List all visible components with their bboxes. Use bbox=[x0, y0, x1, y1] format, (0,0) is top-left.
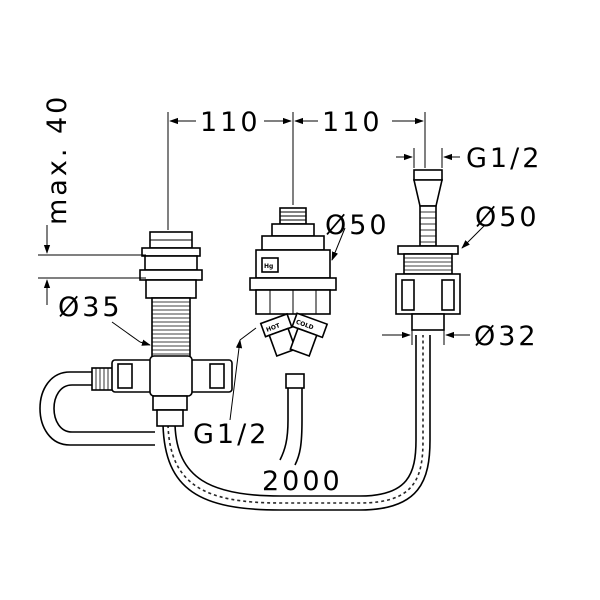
dim-diameter-right-top: Ø50 bbox=[475, 202, 540, 233]
hand-shower-holder bbox=[395, 169, 461, 331]
dim-thread-bottom: G1/2 bbox=[193, 419, 269, 450]
dim-hose-length: 2000 bbox=[262, 466, 343, 497]
dim-thread-top: G1/2 bbox=[466, 143, 542, 174]
braided-hose bbox=[162, 335, 431, 511]
dimension-lines bbox=[38, 112, 486, 421]
dim-diameter-left: Ø35 bbox=[58, 292, 123, 323]
hg-label: Hg bbox=[264, 263, 273, 270]
hose-loop bbox=[39, 367, 155, 446]
dim-diameter-right-bottom: Ø32 bbox=[474, 321, 539, 352]
dim-max-depth: max. 40 bbox=[42, 94, 73, 225]
dim-spacing-right: 110 bbox=[322, 107, 383, 138]
left-body bbox=[111, 231, 233, 427]
hot-label: HOT bbox=[265, 322, 282, 334]
mixing-valve: Hg HOT COLD bbox=[249, 207, 337, 466]
dim-diameter-middle: Ø50 bbox=[325, 210, 390, 241]
dim-spacing-left: 110 bbox=[200, 107, 261, 138]
